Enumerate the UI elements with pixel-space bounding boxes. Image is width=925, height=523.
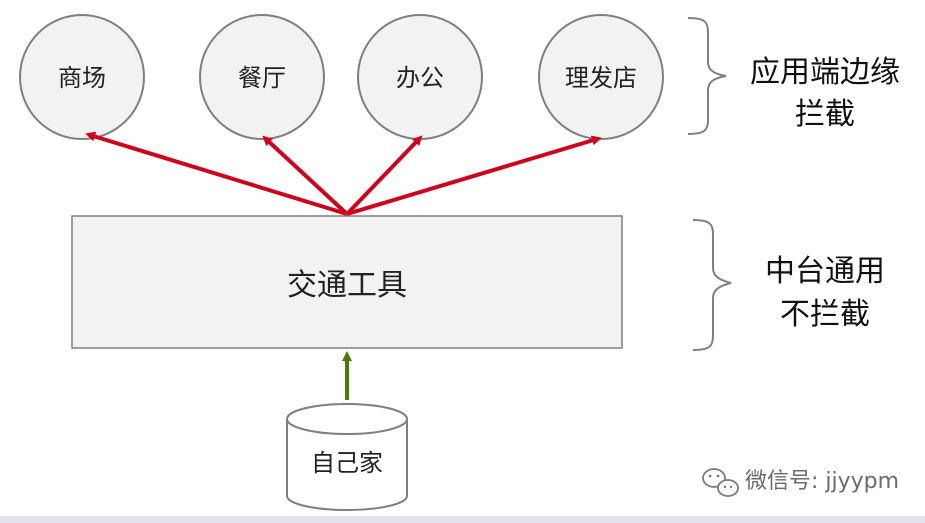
arrow-to-restaurant [262,135,349,216]
brace-platform [692,219,732,351]
app-node-office-label: 办公 [396,64,444,92]
app-node-restaurant-label: 餐厅 [238,64,286,92]
arrow-to-office [345,135,423,216]
annotation-platform-line2: 不拦截 [780,297,870,332]
source-cylinder-top [286,403,408,435]
app-node-office: 办公 [357,14,483,140]
app-node-restaurant: 餐厅 [199,14,325,140]
watermark-text: 微信号: jjyypm [745,469,899,494]
source-label: 自己家 [311,449,383,477]
bottom-bar [0,516,925,523]
arrow-to-barbershop [346,135,602,216]
wechat-icon [702,468,739,497]
watermark: 微信号: jjyypm [702,468,899,497]
platform-label: 交通工具 [287,268,407,303]
source-cylinder-body [286,419,408,511]
annotation-app-edge-line2: 拦截 [795,97,855,132]
brace-app-edge [687,17,727,135]
app-node-mall-label: 商场 [58,64,106,92]
annotation-app-edge-line1: 应用端边缘 [750,55,900,90]
platform-node: 交通工具 [71,215,623,349]
app-node-barbershop: 理发店 [538,14,664,140]
platform-box [71,215,623,349]
source-node: 自己家 [286,403,408,511]
arrow-to-mall [85,131,348,216]
app-node-restaurant-circle [199,14,325,140]
red-arrows [85,131,602,216]
app-node-mall: 商场 [19,14,145,140]
app-node-mall-circle [19,14,145,140]
annotation-platform-line1: 中台通用 [765,254,885,289]
app-node-barbershop-label: 理发店 [565,64,637,92]
